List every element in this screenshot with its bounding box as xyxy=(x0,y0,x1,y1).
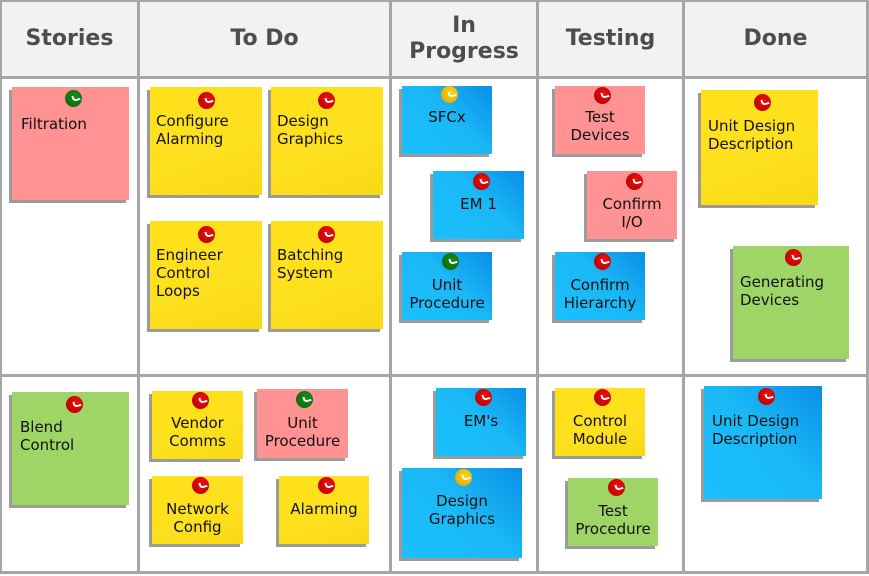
pushpin-icon xyxy=(65,90,84,110)
note-label: Engineer Control Loops xyxy=(156,246,223,300)
note-label: SFCx xyxy=(428,108,466,126)
grid-line-left xyxy=(0,0,2,574)
sticky-note[interactable]: Engineer Control Loops xyxy=(150,221,262,329)
pushpin-icon xyxy=(626,173,645,193)
header-row xyxy=(2,2,867,76)
sticky-note[interactable]: Batching System xyxy=(271,221,383,329)
sticky-note[interactable]: Blend Control xyxy=(12,392,129,505)
note-label: Design Graphics xyxy=(428,492,496,528)
sticky-note[interactable]: Network Config xyxy=(152,476,243,544)
note-label: Test Procedure xyxy=(575,502,651,538)
sticky-note[interactable]: Configure Alarming xyxy=(150,87,262,195)
pushpin-icon xyxy=(608,479,627,499)
pushpin-icon xyxy=(296,391,315,411)
note-label: Network Config xyxy=(166,500,229,536)
note-label: EM's xyxy=(463,412,499,430)
pushpin-icon xyxy=(754,94,773,114)
note-label: EM 1 xyxy=(460,195,497,213)
note-label: Design Graphics xyxy=(277,112,344,148)
grid-line-col4 xyxy=(682,0,685,574)
pushpin-icon xyxy=(318,226,337,246)
note-label: Unit Design Description xyxy=(708,117,796,153)
note-label: Batching System xyxy=(277,246,344,282)
grid-line-col2 xyxy=(389,0,392,574)
grid-line-header xyxy=(0,76,869,79)
pushpin-icon xyxy=(475,389,494,409)
pushpin-icon xyxy=(318,92,337,112)
sticky-note[interactable]: Unit Procedure xyxy=(402,252,492,320)
pushpin-icon xyxy=(594,389,613,409)
note-label: Vendor Comms xyxy=(169,414,226,450)
sticky-note[interactable]: EM 1 xyxy=(433,171,524,239)
column-header-in-progress: In Progress xyxy=(409,13,519,64)
note-label: Control Module xyxy=(572,412,628,448)
sticky-note[interactable]: Control Module xyxy=(555,388,645,456)
pushpin-icon xyxy=(442,253,461,273)
sticky-note[interactable]: Confirm Hierarchy xyxy=(555,252,645,320)
grid-line-col1 xyxy=(137,0,140,574)
pushpin-icon xyxy=(473,173,492,193)
column-header-done: Done xyxy=(743,26,808,51)
sticky-note[interactable]: EM's xyxy=(436,388,526,456)
grid-line-right xyxy=(866,0,869,574)
note-label: Filtration xyxy=(21,115,87,133)
pushpin-icon xyxy=(785,249,804,269)
grid-line-bottom xyxy=(0,571,869,574)
pushpin-icon xyxy=(594,87,613,107)
pushpin-icon xyxy=(198,226,217,246)
sticky-note[interactable]: Alarming xyxy=(279,476,369,544)
column-header-testing: Testing xyxy=(565,26,656,51)
sticky-note[interactable]: Filtration xyxy=(12,87,129,200)
sticky-note[interactable]: Design Graphics xyxy=(271,87,383,195)
note-label: Confirm I/O xyxy=(602,195,662,231)
column-header-stories: Stories xyxy=(25,26,114,51)
pushpin-icon xyxy=(441,86,460,106)
sticky-note[interactable]: Confirm I/O xyxy=(587,171,677,239)
note-label: Unit Procedure xyxy=(264,414,341,450)
sticky-note[interactable]: Design Graphics xyxy=(402,468,522,558)
column-header-todo: To Do xyxy=(230,26,299,51)
note-label: Confirm Hierarchy xyxy=(563,276,637,312)
sticky-note[interactable]: Test Procedure xyxy=(568,478,658,546)
grid-line-col3 xyxy=(536,0,539,574)
note-label: Test Devices xyxy=(570,108,630,144)
pushpin-icon xyxy=(594,253,613,273)
note-label: Generating Devices xyxy=(740,273,825,309)
sticky-note[interactable]: Test Devices xyxy=(555,86,645,154)
pushpin-icon xyxy=(192,392,211,412)
sticky-note[interactable]: Vendor Comms xyxy=(152,391,243,459)
note-label: Blend Control xyxy=(20,418,75,454)
note-label: Alarming xyxy=(290,500,358,518)
sticky-note[interactable]: SFCx xyxy=(402,86,492,154)
pushpin-icon xyxy=(455,469,474,489)
grid-line-row-divider xyxy=(0,374,869,377)
sticky-note[interactable]: Unit Design Description xyxy=(701,90,818,205)
pushpin-icon xyxy=(318,477,337,497)
note-label: Unit Procedure xyxy=(409,276,485,312)
pushpin-icon xyxy=(192,477,211,497)
sticky-note[interactable]: Generating Devices xyxy=(733,246,849,359)
sticky-note[interactable]: Unit Design Description xyxy=(704,386,822,499)
pushpin-icon xyxy=(198,92,217,112)
pushpin-icon xyxy=(66,396,85,416)
note-label: Unit Design Description xyxy=(712,412,800,448)
sticky-note[interactable]: Unit Procedure xyxy=(257,389,348,458)
note-label: Configure Alarming xyxy=(156,112,229,148)
pushpin-icon xyxy=(758,388,777,408)
grid-line-top xyxy=(0,0,869,2)
